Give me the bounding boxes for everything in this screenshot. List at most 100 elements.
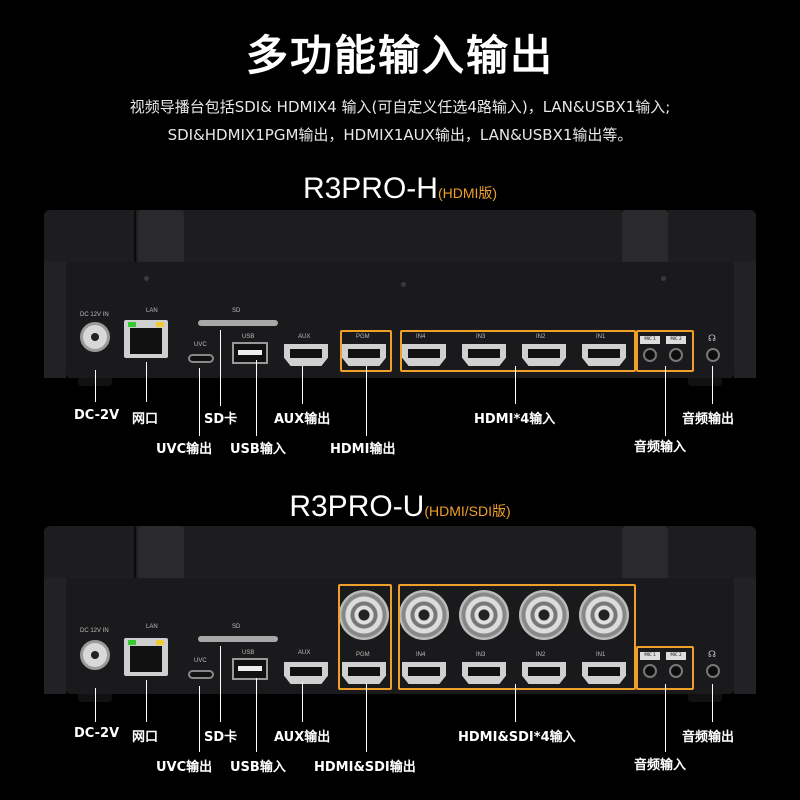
port-label-dc: DC 12V IN bbox=[80, 312, 109, 318]
audio-label-2: MIC 2 bbox=[666, 336, 686, 344]
headphone-icon: ☊ bbox=[708, 334, 716, 344]
port-label-aux: AUX bbox=[298, 650, 311, 656]
highlight-inputs bbox=[398, 584, 636, 690]
port-label-dc: DC 12V IN bbox=[80, 628, 109, 634]
label-audio-out: 音频输出 bbox=[682, 730, 735, 745]
label-pgm: HDMI&SDI输出 bbox=[314, 760, 416, 775]
handle-left bbox=[138, 526, 184, 586]
page-title: 多功能输入输出 bbox=[245, 31, 554, 80]
label-sd: SD卡 bbox=[204, 412, 238, 427]
label-audio-in: 音频输入 bbox=[634, 758, 687, 773]
label-usb: USB输入 bbox=[230, 442, 286, 457]
aux-hdmi-port[interactable] bbox=[284, 344, 328, 366]
in4-hdmi-port[interactable] bbox=[402, 662, 446, 684]
pgm-hdmi-port[interactable] bbox=[342, 344, 386, 366]
label-hdmi-inputs: HDMI*4输入 bbox=[474, 412, 556, 427]
in4-sdi-bnc[interactable] bbox=[399, 590, 449, 640]
model-title-u: R3PRO-U(HDMI/SDI版) bbox=[0, 490, 800, 524]
port-label-lan: LAN bbox=[146, 308, 158, 314]
label-hdmi-sdi-inputs: HDMI&SDI*4输入 bbox=[458, 730, 576, 745]
sd-card-slot[interactable] bbox=[198, 636, 278, 642]
highlight-pgm bbox=[338, 584, 392, 690]
device-body: DC 12V IN LAN SD UVC USB AUX PGM IN4 IN3… bbox=[66, 578, 734, 694]
port-label-in4: IN4 bbox=[416, 334, 426, 340]
in4-hdmi-port[interactable] bbox=[402, 344, 446, 366]
model-variant: (HDMI/SDI版) bbox=[424, 503, 511, 519]
description-line-2: SDI&HDMIX1PGM输出，HDMIX1AUX输出，LAN&USBX1输出等… bbox=[167, 126, 633, 144]
uvc-port[interactable] bbox=[188, 354, 214, 363]
device-top bbox=[44, 526, 756, 586]
usb-port[interactable] bbox=[232, 342, 268, 364]
pgm-sdi-bnc[interactable] bbox=[339, 590, 389, 640]
device-u-rear-panel: DC 12V IN LAN SD UVC USB AUX PGM IN4 IN3… bbox=[44, 526, 756, 702]
label-aux: AUX输出 bbox=[274, 412, 331, 427]
dc-power-port[interactable] bbox=[80, 640, 110, 670]
in2-sdi-bnc[interactable] bbox=[519, 590, 569, 640]
label-usb: USB输入 bbox=[230, 760, 286, 775]
port-label-sd: SD bbox=[232, 308, 241, 314]
usb-port[interactable] bbox=[232, 658, 268, 680]
lan-port[interactable] bbox=[124, 638, 168, 676]
sd-card-slot[interactable] bbox=[198, 320, 278, 326]
handle-left bbox=[138, 210, 184, 270]
port-label-uvc: UVC bbox=[194, 342, 207, 348]
port-label-in2: IN2 bbox=[536, 334, 546, 340]
dc-power-port[interactable] bbox=[80, 322, 110, 352]
port-label-in3: IN3 bbox=[476, 652, 486, 658]
model-variant: (HDMI版) bbox=[437, 185, 498, 201]
handle-right bbox=[622, 210, 668, 270]
aux-hdmi-port[interactable] bbox=[284, 662, 328, 684]
audio-in-jack-1[interactable] bbox=[643, 348, 657, 362]
audio-in-jack-1[interactable] bbox=[643, 664, 657, 678]
in3-sdi-bnc[interactable] bbox=[459, 590, 509, 640]
port-label-in3: IN3 bbox=[476, 334, 486, 340]
port-label-in1: IN1 bbox=[596, 334, 606, 340]
device-body: DC 12V IN LAN SD UVC USB AUX PGM IN4 IN3… bbox=[66, 262, 734, 378]
device-h-rear-panel: DC 12V IN LAN SD UVC USB AUX PGM IN4 IN3… bbox=[44, 210, 756, 386]
in1-hdmi-port[interactable] bbox=[582, 662, 626, 684]
uvc-port[interactable] bbox=[188, 670, 214, 679]
port-label-sd: SD bbox=[232, 624, 241, 630]
model-name: R3PRO-H bbox=[302, 172, 438, 205]
audio-label-1: MIC 1 bbox=[640, 336, 660, 344]
in3-hdmi-port[interactable] bbox=[462, 662, 506, 684]
label-pgm: HDMI输出 bbox=[330, 442, 396, 457]
port-label-usb: USB bbox=[242, 334, 255, 340]
port-label-aux: AUX bbox=[298, 334, 311, 340]
in2-hdmi-port[interactable] bbox=[522, 662, 566, 684]
label-sd: SD卡 bbox=[204, 730, 238, 745]
label-lan: 网口 bbox=[132, 730, 159, 745]
highlight-inputs bbox=[400, 330, 636, 372]
label-aux: AUX输出 bbox=[274, 730, 331, 745]
port-label-in1: IN1 bbox=[596, 652, 606, 658]
device-top bbox=[44, 210, 756, 270]
label-uvc: UVC输出 bbox=[156, 442, 213, 457]
port-label-in4: IN4 bbox=[416, 652, 426, 658]
port-label-in2: IN2 bbox=[536, 652, 546, 658]
port-label-usb: USB bbox=[242, 650, 255, 656]
label-audio-in: 音频输入 bbox=[634, 440, 687, 455]
label-dc: DC-2V bbox=[74, 726, 120, 741]
pgm-hdmi-port[interactable] bbox=[342, 662, 386, 684]
handle-right bbox=[622, 526, 668, 586]
in1-sdi-bnc[interactable] bbox=[579, 590, 629, 640]
lan-port[interactable] bbox=[124, 320, 168, 358]
audio-in-jack-2[interactable] bbox=[669, 664, 683, 678]
in2-hdmi-port[interactable] bbox=[522, 344, 566, 366]
port-label-uvc: UVC bbox=[194, 658, 207, 664]
description-line-1: 视频导播台包括SDI& HDMIX4 输入(可自定义任选4路输入)，LAN&US… bbox=[129, 98, 671, 116]
in1-hdmi-port[interactable] bbox=[582, 344, 626, 366]
label-dc: DC-2V bbox=[74, 408, 120, 423]
in3-hdmi-port[interactable] bbox=[462, 344, 506, 366]
label-uvc: UVC输出 bbox=[156, 760, 213, 775]
audio-out-jack[interactable] bbox=[706, 348, 720, 362]
audio-label-2: MIC 2 bbox=[666, 652, 686, 660]
audio-out-jack[interactable] bbox=[706, 664, 720, 678]
headphone-icon: ☊ bbox=[708, 650, 716, 660]
label-lan: 网口 bbox=[132, 412, 159, 427]
port-label-pgm: PGM bbox=[356, 334, 370, 340]
model-title-h: R3PRO-H(HDMI版) bbox=[0, 172, 800, 206]
label-audio-out: 音频输出 bbox=[682, 412, 735, 427]
port-label-pgm: PGM bbox=[356, 652, 370, 658]
audio-in-jack-2[interactable] bbox=[669, 348, 683, 362]
